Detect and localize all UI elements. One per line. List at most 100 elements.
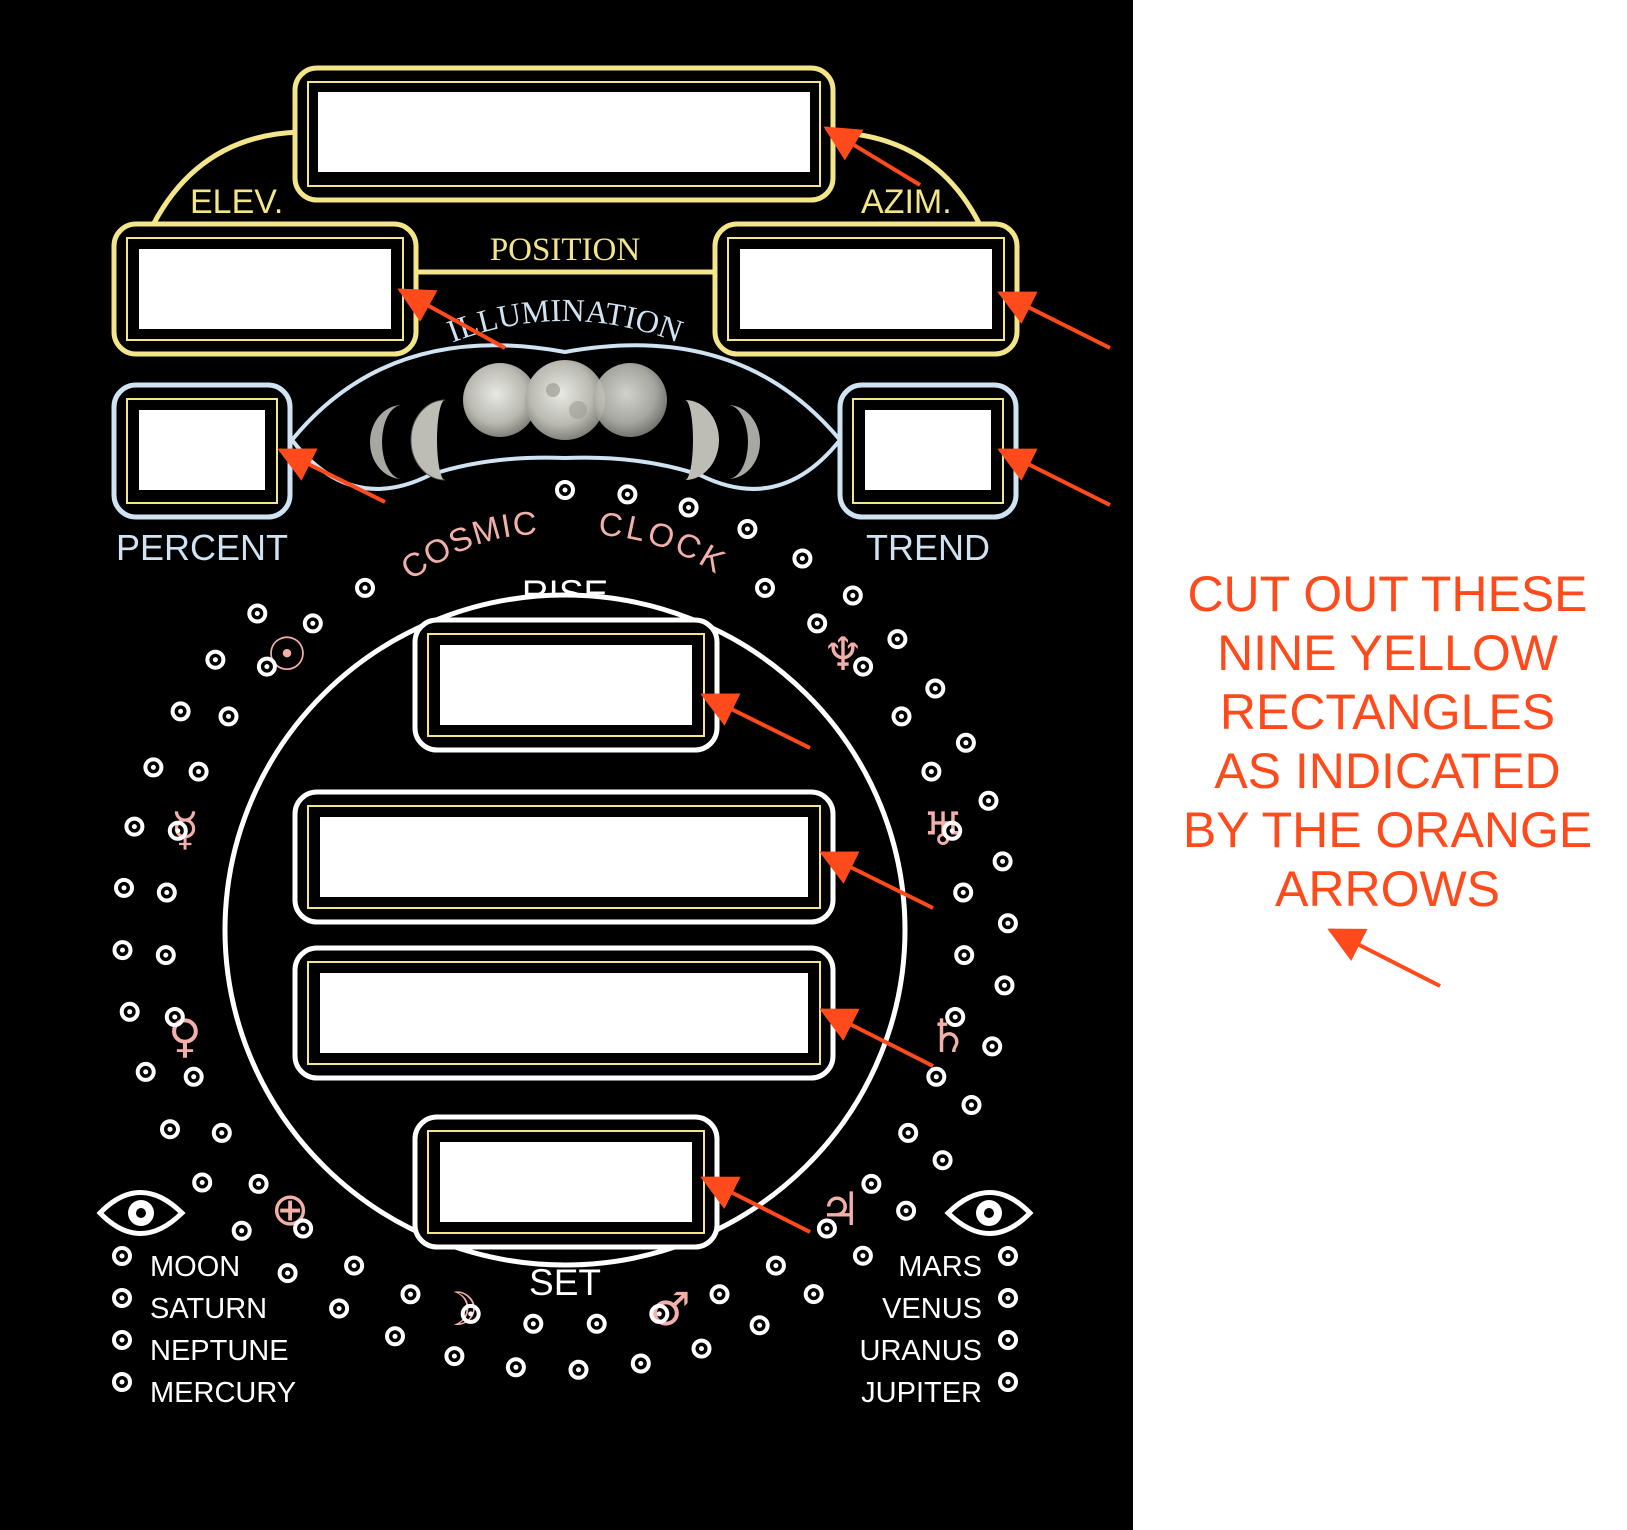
led-hole-center <box>860 664 866 670</box>
led-hole <box>114 877 134 898</box>
led-hole-center <box>960 890 966 895</box>
led-hole-center <box>762 585 768 591</box>
led-hole <box>183 1066 204 1087</box>
elev-label: ELEV. <box>190 183 283 221</box>
led-hole-center <box>1000 858 1006 864</box>
legend-mars: MARS <box>898 1251 982 1283</box>
led-hole <box>302 613 323 634</box>
eye-icon <box>944 1190 1034 1236</box>
led-hole <box>853 656 874 677</box>
led-hole <box>293 1218 314 1239</box>
percent-window[interactable] <box>111 382 293 520</box>
legend-saturn: SATURN <box>150 1293 267 1325</box>
led-hole-center <box>310 620 316 626</box>
led-hole <box>998 1288 1018 1308</box>
position-window[interactable] <box>292 65 836 203</box>
led-hole-center <box>576 1367 581 1373</box>
led-hole-center <box>811 1291 817 1297</box>
led-hole-center <box>638 1361 644 1366</box>
instruction-line: NINE YELLOW <box>1217 625 1558 681</box>
led-hole-center <box>451 1353 457 1359</box>
led-hole <box>807 613 828 634</box>
led-hole <box>112 940 133 961</box>
led-hole <box>167 820 188 841</box>
led-hole <box>170 701 191 722</box>
led-hole-center <box>164 890 170 895</box>
led-hole-center <box>814 620 820 626</box>
led-hole-center <box>408 1291 413 1297</box>
led-hole <box>842 585 863 606</box>
led-hole <box>765 1255 786 1276</box>
led-hole-center <box>264 664 270 670</box>
led-hole <box>460 1303 481 1324</box>
led-hole <box>143 757 164 778</box>
led-hole-center <box>905 1130 911 1136</box>
led-hole-center <box>285 1270 291 1276</box>
led-hole <box>992 851 1013 872</box>
led-hole <box>925 678 946 699</box>
led-hole-center <box>894 636 900 642</box>
trend-window[interactable] <box>837 382 1019 520</box>
azim-label: AZIM. <box>861 183 952 221</box>
mars-symbol: ♂ <box>649 1282 690 1336</box>
led-hole-center <box>717 1291 722 1297</box>
led-hole-center <box>226 713 231 719</box>
elevation-window[interactable] <box>111 221 419 357</box>
instruction-line: CUT OUT THESE <box>1187 566 1588 622</box>
led-hole <box>555 480 575 500</box>
led-hole <box>188 761 209 782</box>
led-hole <box>248 1173 269 1194</box>
set-window[interactable] <box>412 1114 720 1250</box>
led-hole <box>816 1218 837 1239</box>
instruction-line: AS INDICATED <box>1214 743 1561 799</box>
led-hole <box>135 1061 156 1082</box>
led-hole-center <box>163 952 169 958</box>
led-hole <box>523 1313 544 1334</box>
led-hole-center <box>656 1311 662 1317</box>
azimuth-window[interactable] <box>712 221 1020 357</box>
led-hole <box>926 1066 947 1087</box>
led-hole-center <box>860 1253 866 1259</box>
led-hole-center <box>212 657 218 663</box>
cut-arrow <box>700 1176 811 1234</box>
led-hole-center <box>1005 1337 1011 1343</box>
led-hole-center <box>256 1181 262 1187</box>
led-hole <box>505 1357 526 1378</box>
cut-arrow <box>277 448 386 504</box>
led-hole-center <box>175 828 181 834</box>
led-hole-center <box>300 1226 306 1231</box>
led-hole-center <box>594 1321 600 1327</box>
led-hole-center <box>686 505 692 510</box>
led-hole <box>998 1330 1018 1350</box>
legend-uranus: URANUS <box>860 1335 982 1367</box>
led-hole-center <box>1005 1379 1011 1385</box>
led-hole-center <box>336 1306 342 1311</box>
legend-venus: VENUS <box>882 1293 982 1325</box>
led-hole <box>678 497 699 518</box>
led-hole-center <box>952 1014 958 1020</box>
led-hole <box>112 1288 132 1308</box>
led-hole <box>691 1338 712 1359</box>
clock-label: CLOCK <box>597 505 734 581</box>
eye-icon <box>96 1190 186 1236</box>
cut-arrow <box>819 1008 934 1068</box>
led-hole <box>192 1172 213 1193</box>
cut-arrow <box>997 291 1111 350</box>
led-hole <box>155 945 176 966</box>
led-hole <box>861 1173 882 1194</box>
rise-window[interactable] <box>412 617 720 753</box>
led-hole-center <box>239 1228 245 1234</box>
cut-instructions: CUT OUT THESE NINE YELLOW RECTANGLES AS … <box>1160 565 1615 919</box>
percent-label: PERCENT <box>116 527 288 568</box>
led-hole-center <box>513 1364 519 1370</box>
led-hole-center <box>172 1014 178 1020</box>
main-window-lower[interactable] <box>292 945 836 1081</box>
moon-phase-icon <box>370 360 760 481</box>
led-hole-center <box>989 1043 995 1049</box>
led-hole-center <box>933 1074 939 1080</box>
led-hole <box>997 913 1018 934</box>
led-hole-center <box>773 1263 779 1269</box>
led-hole <box>277 1263 298 1284</box>
main-window-upper[interactable] <box>292 789 836 925</box>
led-hole <box>119 1001 140 1022</box>
